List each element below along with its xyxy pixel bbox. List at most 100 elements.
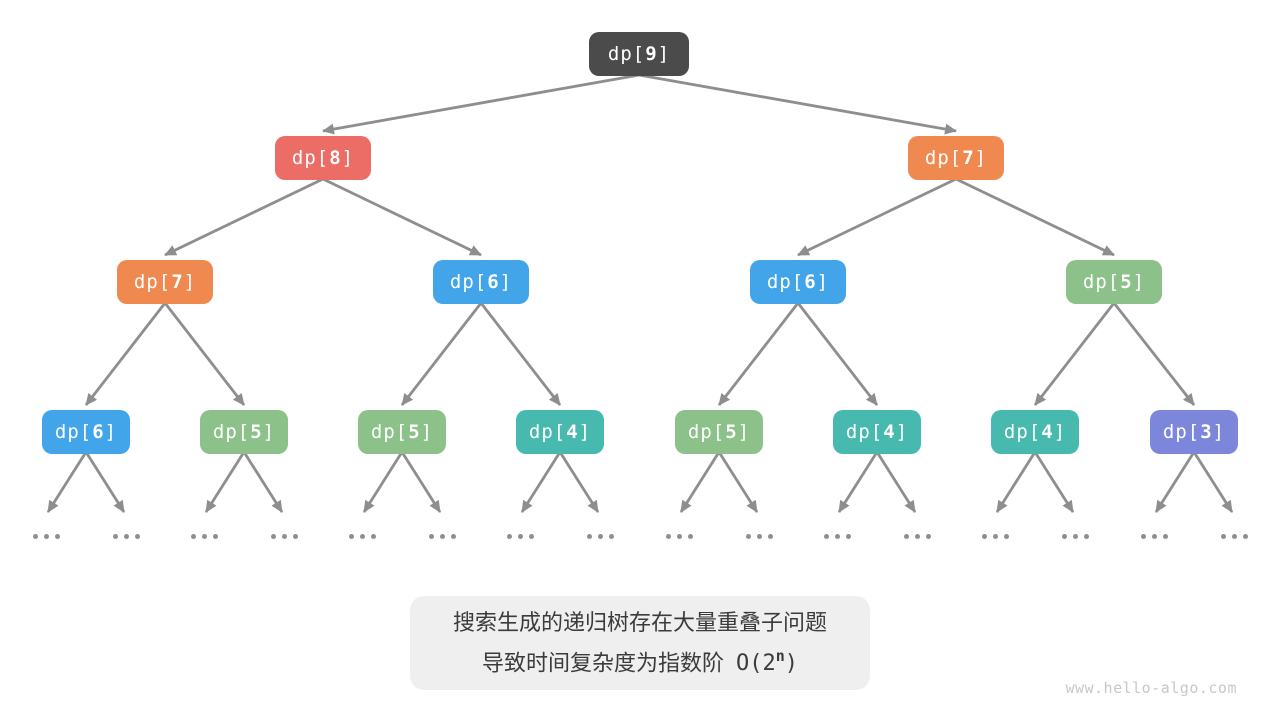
ellipsis [33, 534, 60, 539]
tree-edge [717, 302, 800, 406]
ellipsis-dot [1084, 534, 1089, 539]
tree-edge [520, 451, 562, 513]
ellipsis-dot [349, 534, 354, 539]
ellipsis-dot [768, 534, 773, 539]
ellipsis-dot [757, 534, 762, 539]
ellipsis-dot [213, 534, 218, 539]
complexity-formula: O(2n) [735, 647, 798, 677]
ellipsis-dot [1232, 534, 1237, 539]
node-label: dp[7] [133, 271, 197, 293]
ellipsis-dot [371, 534, 376, 539]
tree-edge [638, 73, 957, 135]
ellipsis [349, 534, 376, 539]
formula-exponent: n [775, 647, 785, 665]
tree-node-dp7-l1i1: dp[7] [908, 136, 1004, 180]
ellipsis-dot [982, 534, 987, 539]
ellipsis-dot [440, 534, 445, 539]
tree-node-dp7-l2i0: dp[7] [117, 260, 213, 304]
tree-edge [1192, 451, 1234, 513]
ellipsis-dot [677, 534, 682, 539]
tree-node-dp5-l2i3: dp[5] [1066, 260, 1162, 304]
ellipsis-dot [1062, 534, 1067, 539]
ellipsis [746, 534, 773, 539]
ellipsis [271, 534, 298, 539]
tree-edge [797, 177, 957, 257]
node-label: dp[5] [687, 421, 751, 443]
ellipsis-dot [360, 534, 365, 539]
ellipsis-dot [688, 534, 693, 539]
tree-edge [679, 451, 721, 513]
ellipsis-dot [113, 534, 118, 539]
node-label: dp[5] [370, 421, 434, 443]
ellipsis-dot [282, 534, 287, 539]
ellipsis-dot [271, 534, 276, 539]
ellipsis-dot [44, 534, 49, 539]
ellipsis-dot [915, 534, 920, 539]
ellipsis [429, 534, 456, 539]
ellipsis-dot [926, 534, 931, 539]
tree-edge [362, 451, 404, 513]
ellipsis-dot [518, 534, 523, 539]
ellipsis-dot [1163, 534, 1168, 539]
tree-edge [204, 451, 246, 513]
ellipsis [982, 534, 1009, 539]
caption-line2-text: 导致时间复杂度为指数阶 [481, 650, 724, 676]
tree-node-dp8-l1i0: dp[8] [275, 136, 371, 180]
node-label: dp[4] [1003, 421, 1067, 443]
ellipsis-dot [1141, 534, 1146, 539]
ellipsis [1141, 534, 1168, 539]
ellipsis-dot [191, 534, 196, 539]
ellipsis-dot [1073, 534, 1078, 539]
tree-edge [242, 451, 284, 513]
tree-edge [400, 451, 442, 513]
ellipsis-dot [507, 534, 512, 539]
ellipsis-dot [1243, 534, 1248, 539]
ellipsis-dot [202, 534, 207, 539]
ellipsis [1221, 534, 1248, 539]
tree-node-dp5-l3i1: dp[5] [200, 410, 288, 454]
tree-node-dp6-l2i1: dp[6] [433, 260, 529, 304]
tree-edge [796, 302, 879, 406]
tree-node-dp4-l3i3: dp[4] [516, 410, 604, 454]
ellipsis-dot [1221, 534, 1226, 539]
tree-node-dp4-l3i6: dp[4] [991, 410, 1079, 454]
node-label: dp[4] [845, 421, 909, 443]
tree-node-dp9-l0i0: dp[9] [589, 32, 689, 76]
ellipsis-dot [1152, 534, 1157, 539]
ellipsis-dot [587, 534, 592, 539]
ellipsis [904, 534, 931, 539]
tree-node-dp5-l3i2: dp[5] [358, 410, 446, 454]
ellipsis-dot [135, 534, 140, 539]
tree-edge [995, 451, 1037, 513]
ellipsis [666, 534, 693, 539]
tree-edge [322, 177, 482, 257]
ellipsis-dot [293, 534, 298, 539]
tree-edge [1033, 302, 1116, 406]
ellipsis-dot [904, 534, 909, 539]
node-label: dp[6] [54, 421, 118, 443]
ellipsis-dot [993, 534, 998, 539]
ellipsis-dot [124, 534, 129, 539]
node-label: dp[6] [449, 271, 513, 293]
caption-line2: 导致时间复杂度为指数阶 O(2n) [416, 640, 864, 681]
node-label: dp[9] [607, 43, 671, 65]
ellipsis-dot [33, 534, 38, 539]
ellipsis-dot [598, 534, 603, 539]
node-label: dp[8] [291, 147, 355, 169]
node-label: dp[4] [528, 421, 592, 443]
node-label: dp[6] [766, 271, 830, 293]
node-label: dp[7] [924, 147, 988, 169]
ellipsis-dot [746, 534, 751, 539]
ellipsis-dot [666, 534, 671, 539]
node-label: dp[5] [212, 421, 276, 443]
tree-edge [717, 451, 759, 513]
formula-prefix: O(2 [735, 651, 776, 677]
ellipsis-dot [609, 534, 614, 539]
tree-edge [84, 451, 126, 513]
ellipsis [507, 534, 534, 539]
tree-edge [1154, 451, 1196, 513]
ellipsis-dot [429, 534, 434, 539]
watermark: www.hello-algo.com [1065, 679, 1237, 697]
